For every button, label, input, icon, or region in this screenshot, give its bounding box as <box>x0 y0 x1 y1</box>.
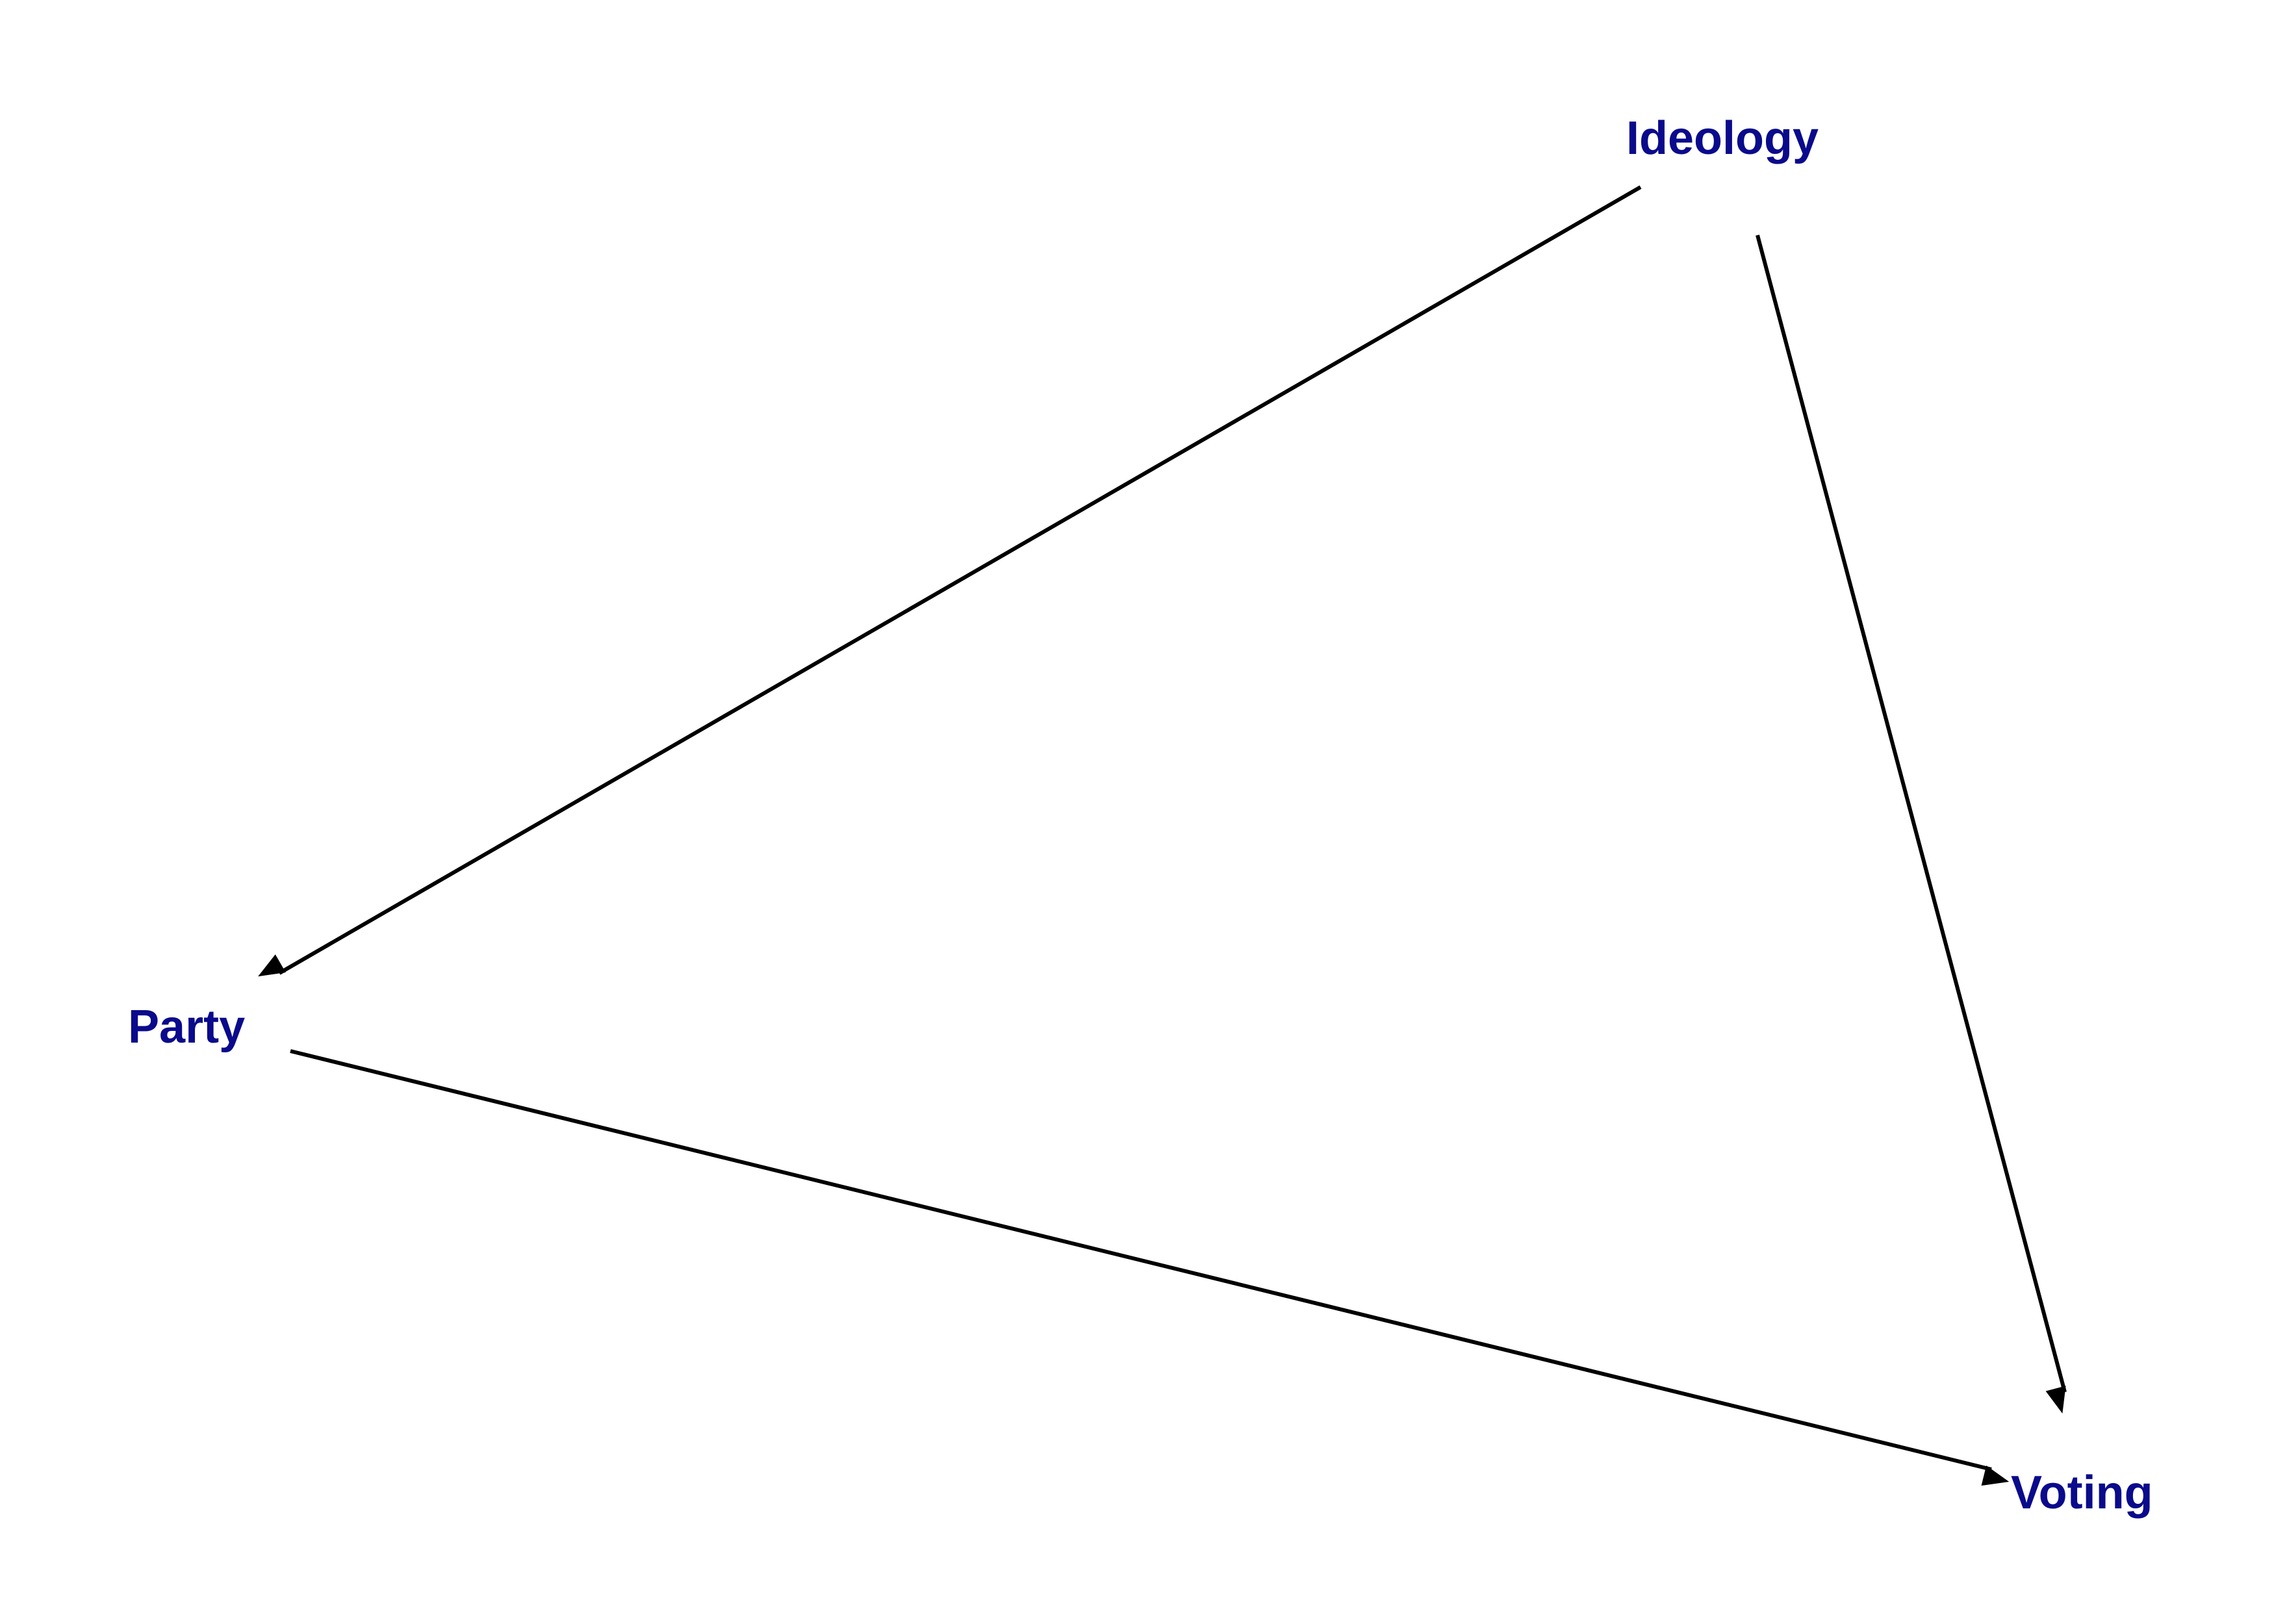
edge-party-to-voting <box>290 1049 2010 1486</box>
node-voting: Voting <box>2011 1467 2153 1519</box>
edge-ideology-to-voting <box>1756 235 2067 1414</box>
edge-ideology-to-party <box>258 185 1642 977</box>
node-ideology: Ideology <box>1626 112 1819 164</box>
node-party: Party <box>128 1001 245 1053</box>
